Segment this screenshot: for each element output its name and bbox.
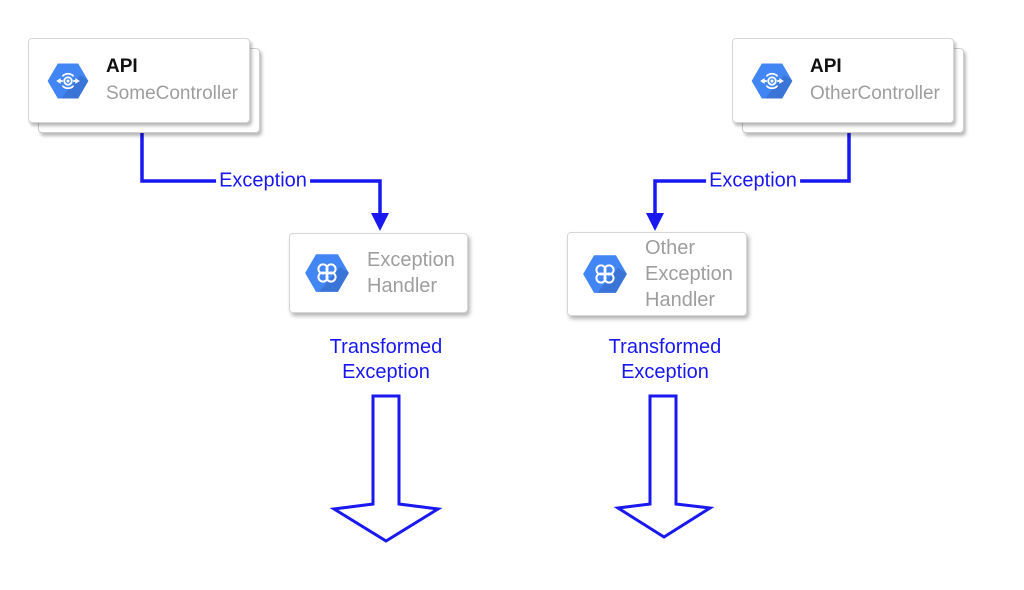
node-label-line: Exception: [645, 263, 733, 285]
node-subtitle: OtherController: [810, 83, 940, 104]
label-transformed-exception-left: Transformed Exception: [330, 335, 443, 385]
label-transformed-exception-right: Transformed Exception: [609, 335, 722, 385]
label-line: Transformed: [329, 336, 443, 358]
edge-label-exception-right: Exception: [706, 169, 800, 193]
big-down-arrow-left-icon: [329, 394, 443, 543]
node-api-othercontroller[interactable]: API OtherController: [732, 38, 964, 133]
node-exception-handler[interactable]: Exception Handler: [289, 233, 468, 313]
cloud-endpoints-icon: [582, 254, 628, 294]
edge-left-arrowhead-icon: [371, 213, 389, 231]
node-label-line: Handler: [645, 289, 716, 311]
node-title: API: [810, 56, 842, 77]
big-down-arrow-right-icon: [613, 394, 715, 539]
label-line: Exception: [621, 361, 709, 383]
edge-right-arrowhead-icon: [646, 213, 664, 231]
node-api-somecontroller[interactable]: API SomeController: [28, 38, 260, 133]
node-label-line: Other: [645, 237, 696, 259]
node-subtitle: SomeController: [106, 83, 238, 104]
cloud-endpoints-icon: [304, 253, 350, 293]
label-line: Transformed: [608, 336, 722, 358]
node-other-exception-handler[interactable]: Other Exception Handler: [567, 232, 747, 316]
cloud-api-icon: [46, 62, 90, 99]
node-label-line: Handler: [367, 275, 438, 297]
edge-label-exception-left: Exception: [216, 169, 310, 193]
node-title: API: [106, 56, 138, 77]
label-line: Exception: [342, 361, 430, 383]
node-label-line: Exception: [367, 249, 455, 271]
cloud-api-icon: [750, 62, 794, 99]
